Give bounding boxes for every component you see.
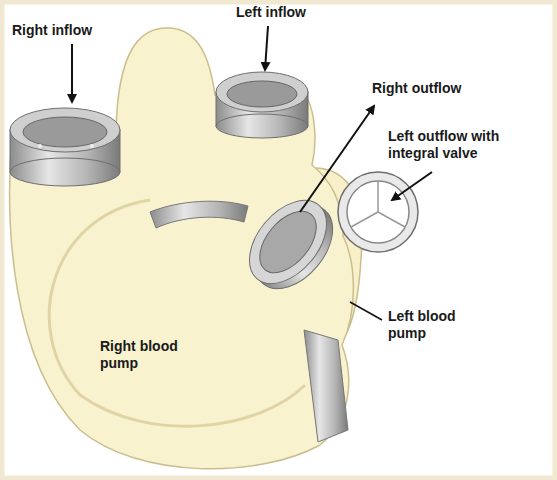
part-label: Right inflow <box>12 22 92 39</box>
part-label: Left outflow with integral valve <box>388 128 548 162</box>
part-label: Left inflow <box>236 4 306 21</box>
part-label: Right outflow <box>372 80 461 97</box>
part-label: Left blood pump <box>388 308 483 342</box>
part-label: Right blood pump <box>100 338 205 372</box>
